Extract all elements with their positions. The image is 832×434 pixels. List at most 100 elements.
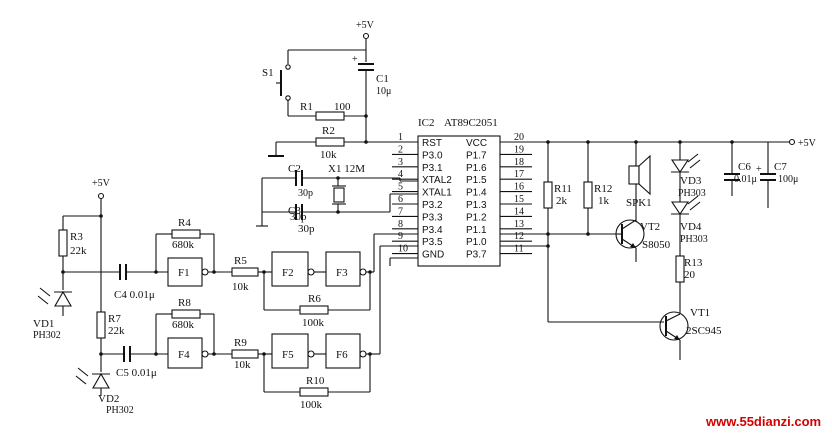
r2-value: 10k bbox=[320, 149, 337, 161]
pin-number: 19 bbox=[514, 144, 524, 155]
f3-label: F3 bbox=[336, 267, 348, 279]
pin-number: 3 bbox=[398, 157, 403, 168]
channel-1: +5V R3 22k VD1 PH302 C4 0.01μ R4 680k bbox=[33, 178, 418, 341]
pin-name: P3.5 bbox=[422, 237, 443, 248]
r2-resistor bbox=[315, 137, 345, 147]
vd3-label: VD3 bbox=[680, 175, 702, 187]
r5-label: R5 bbox=[234, 255, 247, 267]
r13-value: 20 bbox=[684, 269, 696, 281]
reset-circuit: +5V S1 + C1 10μ R1 100 R2 10k bbox=[262, 20, 418, 161]
pin-number: 13 bbox=[514, 219, 524, 230]
r12-resistor bbox=[583, 181, 593, 209]
f1-label: F1 bbox=[178, 267, 190, 279]
vt1-label: VT1 bbox=[690, 307, 710, 319]
vcc-top-terminal bbox=[362, 32, 370, 40]
ic-pin-left: 3P3.1 bbox=[392, 157, 443, 174]
c7-value: 100μ bbox=[778, 174, 798, 185]
crystal-circuit: C2 30p 30p 30p C3 X1 12M bbox=[256, 163, 418, 235]
pin-name: P1.1 bbox=[466, 225, 487, 236]
x1-crystal bbox=[333, 187, 345, 203]
r9-value: 10k bbox=[234, 359, 251, 371]
s1-contact-bottom bbox=[285, 95, 291, 101]
vd3-value: PH303 bbox=[678, 188, 706, 199]
vt2-value: S8050 bbox=[642, 239, 671, 251]
pin-name: P3.7 bbox=[466, 250, 487, 261]
c2-label: C2 bbox=[288, 163, 301, 175]
c1-label: C1 bbox=[376, 73, 389, 85]
svg-text:+: + bbox=[756, 164, 762, 175]
ic-part: AT89C2051 bbox=[444, 117, 498, 129]
pin-number: 4 bbox=[398, 169, 403, 180]
r1-resistor bbox=[315, 111, 345, 121]
r9-resistor bbox=[231, 349, 259, 359]
output-circuit: +5V R11 2k R12 1k SPK1 bbox=[500, 138, 817, 360]
r13-resistor bbox=[675, 255, 685, 283]
vcc-right-terminal bbox=[788, 138, 796, 146]
pin-number: 16 bbox=[514, 182, 524, 193]
pin-name: VCC bbox=[466, 138, 487, 149]
r7-label: R7 bbox=[108, 313, 121, 325]
r7-resistor bbox=[96, 311, 106, 339]
vd4-label: VD4 bbox=[680, 221, 702, 233]
vcc-left-terminal bbox=[97, 192, 105, 200]
pin-name: P1.3 bbox=[466, 200, 487, 211]
r7-value: 22k bbox=[108, 325, 125, 337]
r6-value: 100k bbox=[302, 317, 325, 329]
c3-ref: C3 bbox=[288, 205, 301, 217]
pin-name: P1.7 bbox=[466, 150, 487, 161]
r5-value: 10k bbox=[232, 281, 249, 293]
c4-label: C4 0.01μ bbox=[114, 289, 155, 301]
channel-2: R7 22k VD2 PH302 C5 0.01μ R8 680k F4 bbox=[75, 245, 418, 416]
c3-value: 30p bbox=[298, 223, 315, 235]
vcc-top-label: +5V bbox=[356, 20, 375, 31]
pin-name: P3.4 bbox=[422, 225, 443, 236]
pin-name: P1.2 bbox=[466, 212, 487, 223]
r11-label: R11 bbox=[554, 183, 572, 195]
r4-resistor bbox=[171, 229, 201, 239]
vd4-value: PH303 bbox=[680, 234, 708, 245]
r9-label: R9 bbox=[234, 337, 247, 349]
x1-label: X1 12M bbox=[328, 163, 365, 175]
pin-name: P1.4 bbox=[466, 188, 487, 199]
pin-name: XTAL2 bbox=[422, 175, 452, 186]
c2-value: 30p bbox=[298, 188, 313, 199]
r4-value: 680k bbox=[172, 239, 195, 251]
r6-label: R6 bbox=[308, 293, 321, 305]
r1-value: 100 bbox=[334, 101, 351, 113]
s1-label: S1 bbox=[262, 67, 274, 79]
pin-name: P1.0 bbox=[466, 237, 487, 248]
vcc-right-label: +5V bbox=[798, 138, 817, 149]
pin-name: P3.2 bbox=[422, 200, 443, 211]
f3-inverter bbox=[325, 251, 361, 287]
pin-number: 20 bbox=[514, 132, 524, 143]
f5-inverter bbox=[271, 333, 309, 369]
s1-contact-top bbox=[285, 64, 291, 70]
pin-number: 18 bbox=[514, 157, 524, 168]
pin-number: 6 bbox=[398, 194, 403, 205]
pin-number: 5 bbox=[398, 182, 403, 193]
spk1-label: SPK1 bbox=[626, 197, 652, 209]
r2-label: R2 bbox=[322, 125, 335, 137]
f5-label: F5 bbox=[282, 349, 294, 361]
pin-number: 14 bbox=[514, 206, 524, 217]
pin-number: 12 bbox=[514, 231, 524, 242]
f6-inverter bbox=[325, 333, 361, 369]
spk1-speaker bbox=[628, 165, 640, 185]
c3-label: 30p bbox=[290, 211, 307, 223]
vd2-label: VD2 bbox=[98, 393, 119, 405]
r5-resistor bbox=[231, 267, 259, 277]
r3-label: R3 bbox=[70, 231, 83, 243]
pin-name: P3.3 bbox=[422, 212, 443, 223]
f4-label: F4 bbox=[178, 349, 190, 361]
pin-number: 9 bbox=[398, 231, 403, 242]
r11-value: 2k bbox=[556, 195, 568, 207]
r11-resistor bbox=[543, 181, 553, 209]
vcc-left-label: +5V bbox=[92, 178, 111, 189]
vd1-value: PH302 bbox=[33, 330, 61, 341]
